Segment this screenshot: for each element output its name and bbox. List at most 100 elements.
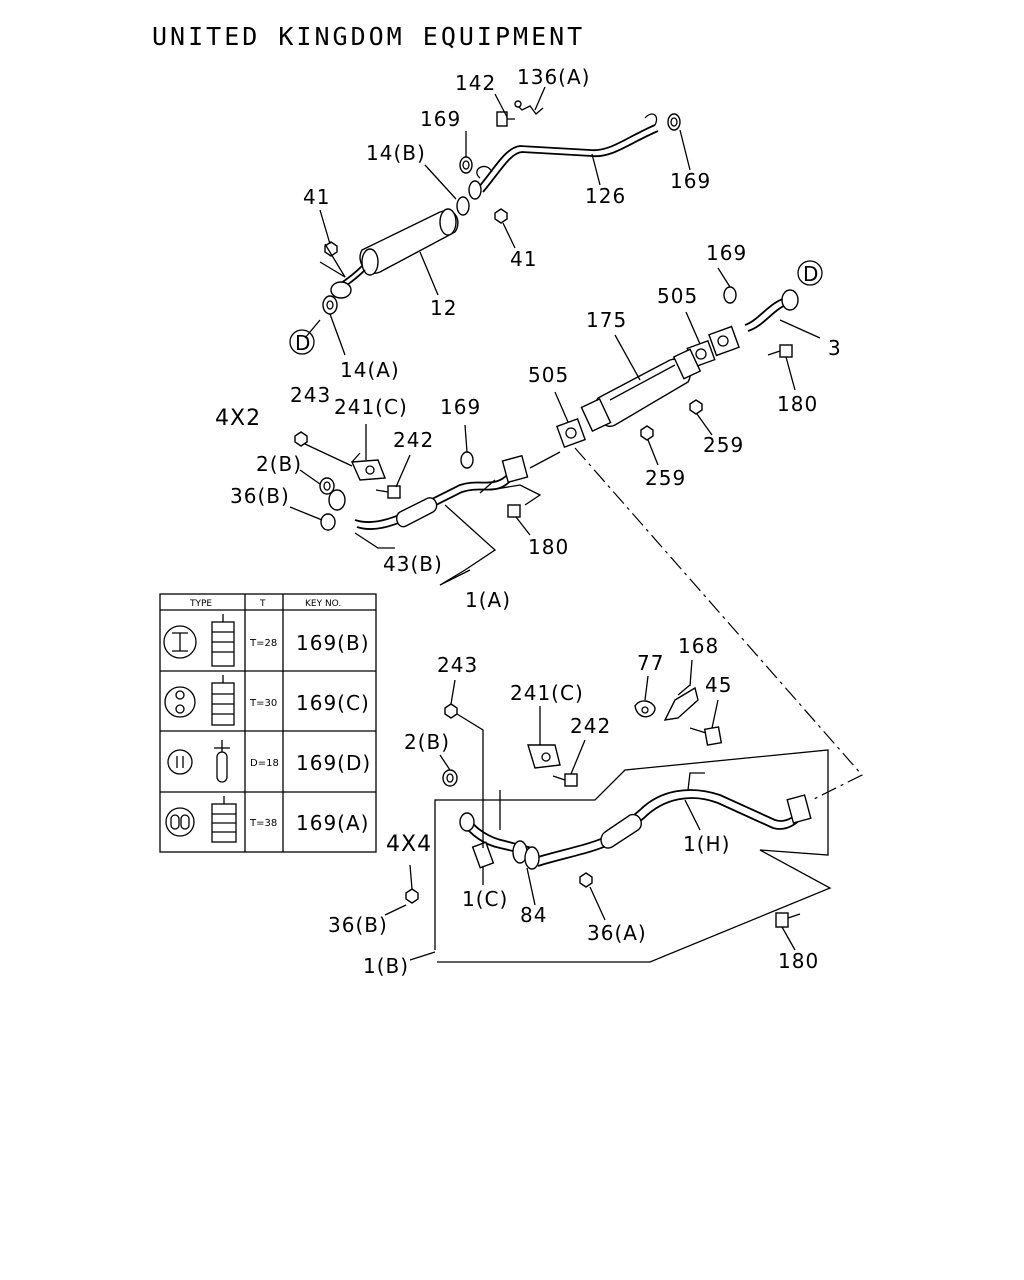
callout-259: 259 xyxy=(645,466,686,490)
bracket-241c-upper xyxy=(350,459,386,481)
rubber-mount-169-b xyxy=(667,113,681,131)
callout-180: 180 xyxy=(778,949,819,973)
callout-180: 180 xyxy=(528,535,569,559)
muffler-12 xyxy=(330,208,459,299)
nut-41-a xyxy=(324,241,338,257)
lower-leader-lines xyxy=(384,659,832,963)
rubber-mount-169-d xyxy=(460,451,474,469)
connector-mark-d-upper: D xyxy=(797,260,823,286)
callout-43b: 43(B) xyxy=(383,552,443,576)
mount-type-d-icon xyxy=(167,740,230,783)
callout-242: 242 xyxy=(393,428,434,452)
callout-1b: 1(B) xyxy=(363,954,409,978)
flange-2b-lower xyxy=(459,812,475,832)
gasket-14a xyxy=(322,295,338,315)
bolt-242-upper xyxy=(375,485,401,499)
rubber-mount-169-a xyxy=(459,156,473,174)
ring-2b-lower xyxy=(442,769,458,787)
table-dim-3: T=38 xyxy=(249,818,277,829)
table-header-key: KEY NO. xyxy=(305,599,341,609)
connector-line xyxy=(574,447,863,801)
callout-242: 242 xyxy=(570,714,611,738)
bolt-180-c xyxy=(775,912,801,928)
callout-241c: 241(C) xyxy=(510,681,584,705)
rubber-mount-169-c xyxy=(723,286,737,304)
variant-4x2-label: 4X2 xyxy=(215,406,261,431)
nut-36a xyxy=(579,872,593,888)
callout-1h: 1(H) xyxy=(683,832,730,856)
bracket-77 xyxy=(634,700,656,718)
nut-41-b xyxy=(494,208,508,224)
mount-type-a-icon xyxy=(165,796,237,843)
bolt-180-b xyxy=(507,504,521,518)
front-pipe-1a-4x2 xyxy=(354,454,529,530)
callout-169: 169 xyxy=(420,107,461,131)
page-title: UNITED KINGDOM EQUIPMENT xyxy=(152,22,585,51)
callout-1a: 1(A) xyxy=(465,588,511,612)
bolt-242-lower xyxy=(552,773,578,787)
table-key-3: 169(A) xyxy=(296,811,369,835)
callout-1c: 1(C) xyxy=(462,887,508,911)
callout-136a: 136(A) xyxy=(517,65,590,89)
gasket-505-b xyxy=(556,418,586,448)
callout-169: 169 xyxy=(706,241,747,265)
callout-45: 45 xyxy=(705,673,732,697)
callout-175: 175 xyxy=(586,308,627,332)
callout-142: 142 xyxy=(455,71,496,95)
svg-text:D: D xyxy=(295,331,311,355)
ring-2b-upper xyxy=(319,477,335,495)
nut-243-upper xyxy=(294,431,308,447)
callout-36b: 36(B) xyxy=(230,484,290,508)
table-dim-2: D=18 xyxy=(250,758,279,769)
callout-41: 41 xyxy=(510,247,537,271)
front-pipe-1h xyxy=(534,772,812,867)
mount-type-c-icon xyxy=(164,675,235,726)
callout-14a: 14(A) xyxy=(340,358,400,382)
nuts-259 xyxy=(640,399,703,441)
lower-callouts: 243 241(C) 242 77 168 45 2(B) 1(H) 4X4 1… xyxy=(328,634,819,978)
flange-36b-upper xyxy=(320,489,346,531)
callout-3: 3 xyxy=(828,336,842,360)
gasket-14b xyxy=(456,180,482,216)
callout-259: 259 xyxy=(703,433,744,457)
callout-36b: 36(B) xyxy=(328,913,388,937)
mount-type-table: TYPE T KEY NO. xyxy=(159,593,377,853)
callout-84: 84 xyxy=(520,903,547,927)
table-header-type: TYPE xyxy=(189,599,212,609)
svg-text:D: D xyxy=(803,262,819,286)
bolt-180-a xyxy=(767,344,793,358)
table-key-0: 169(B) xyxy=(296,631,370,655)
callout-241c: 241(C) xyxy=(334,395,408,419)
upper-leader-lines xyxy=(289,86,821,586)
table-header-t: T xyxy=(259,599,266,609)
callout-243: 243 xyxy=(290,383,331,407)
bolt-142 xyxy=(496,111,515,127)
nut-243-lower xyxy=(444,703,458,719)
callout-169: 169 xyxy=(440,395,481,419)
callout-180: 180 xyxy=(777,392,818,416)
nut-36b-lower xyxy=(405,888,419,904)
callout-243: 243 xyxy=(437,653,478,677)
callout-2b: 2(B) xyxy=(404,730,450,754)
bracket-168 xyxy=(663,684,699,721)
callout-77: 77 xyxy=(637,651,664,675)
callout-505: 505 xyxy=(528,363,569,387)
upper-callouts: 142 136(A) 169 14(B) 126 169 41 41 12 14… xyxy=(230,65,842,612)
mount-type-b-icon xyxy=(163,614,235,667)
callout-126: 126 xyxy=(585,184,626,208)
table-dim-0: T=28 xyxy=(249,638,277,649)
callout-14b: 14(B) xyxy=(366,141,426,165)
callout-169: 169 xyxy=(670,169,711,193)
callout-505: 505 xyxy=(657,284,698,308)
catalytic-converter-175 xyxy=(580,348,702,432)
variant-4x4-label: 4X4 xyxy=(386,832,432,857)
hanger-136a xyxy=(514,100,544,115)
callout-2b: 2(B) xyxy=(256,452,302,476)
callout-36a: 36(A) xyxy=(587,921,647,945)
table-key-2: 169(D) xyxy=(296,751,371,775)
bolt-45 xyxy=(689,726,723,746)
connector-mark-d-lower: D xyxy=(289,329,315,355)
callout-168: 168 xyxy=(678,634,719,658)
front-pipe-3 xyxy=(708,289,799,357)
